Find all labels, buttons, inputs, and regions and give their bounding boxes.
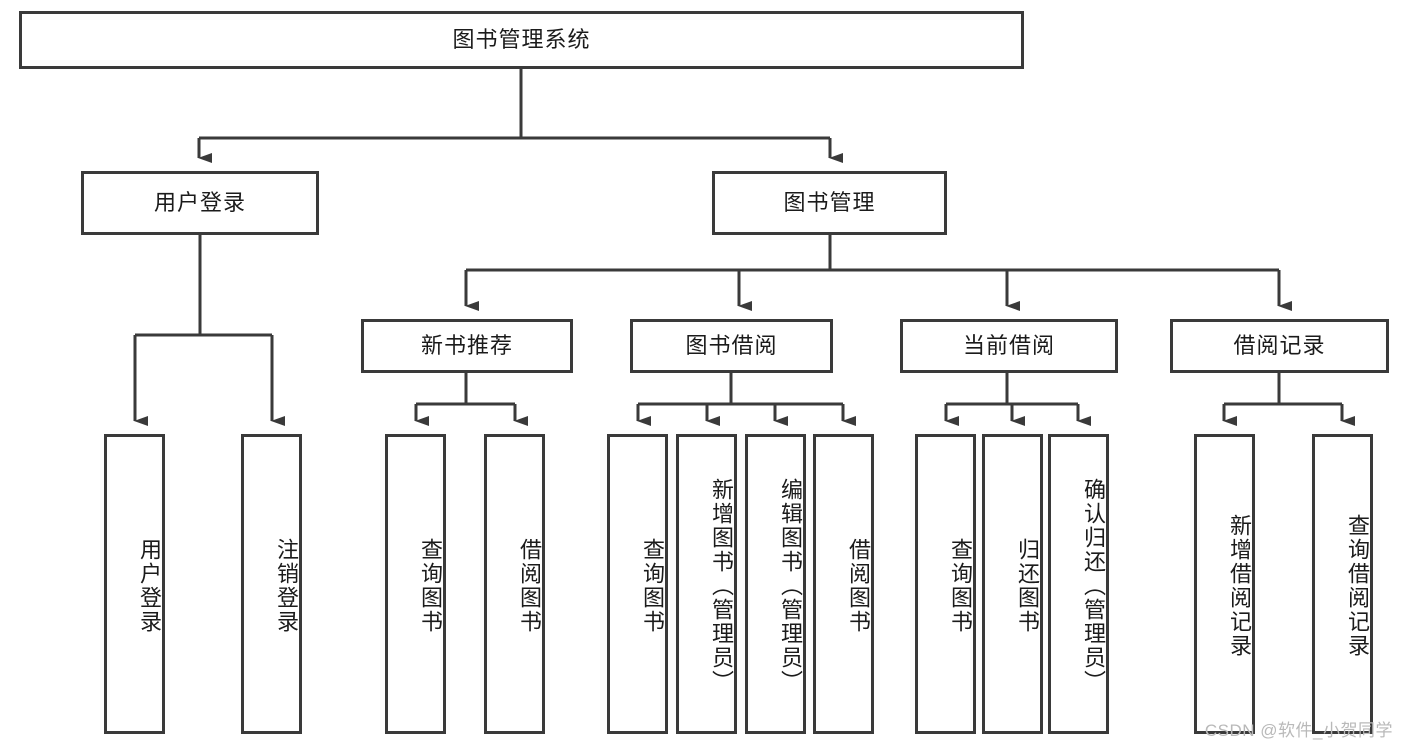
node-leaf-borrow-book-recommend-label: 借阅图书 (517, 538, 542, 634)
node-root-label: 图书管理系统 (452, 27, 591, 53)
node-leaf-query-book-borrow-label: 查询图书 (640, 538, 665, 634)
node-leaf-user-logout[interactable]: 注销登录 (241, 434, 302, 734)
node-new-book-recommend[interactable]: 新书推荐 (361, 319, 573, 373)
node-leaf-confirm-return-admin[interactable]: 确认归还（管理员） (1048, 434, 1109, 734)
node-leaf-return-book-label: 归还图书 (1015, 538, 1040, 634)
node-leaf-query-book-recommend-label: 查询图书 (418, 538, 443, 634)
node-borrow-records-label: 借阅记录 (1233, 333, 1326, 359)
node-root[interactable]: 图书管理系统 (19, 11, 1024, 69)
node-leaf-add-borrow-record-label: 新增借阅记录 (1227, 514, 1252, 658)
node-leaf-query-book-recommend[interactable]: 查询图书 (385, 434, 446, 734)
node-leaf-confirm-return-admin-label: 确认归还（管理员） (1081, 478, 1106, 694)
node-leaf-query-borrow-record-label: 查询借阅记录 (1345, 514, 1370, 658)
node-leaf-add-book-admin-label: 新增图书（管理员） (709, 478, 734, 694)
node-leaf-edit-book-admin[interactable]: 编辑图书（管理员） (745, 434, 806, 734)
node-leaf-user-login-label: 用户登录 (137, 538, 162, 634)
node-borrow-records[interactable]: 借阅记录 (1170, 319, 1389, 373)
node-user-login[interactable]: 用户登录 (81, 171, 319, 235)
node-leaf-return-book[interactable]: 归还图书 (982, 434, 1043, 734)
csdn-watermark: CSDN @软件_小贺同学 (1204, 721, 1393, 740)
node-leaf-borrow-book[interactable]: 借阅图书 (813, 434, 874, 734)
node-leaf-add-borrow-record[interactable]: 新增借阅记录 (1194, 434, 1255, 734)
node-leaf-query-borrow-record[interactable]: 查询借阅记录 (1312, 434, 1373, 734)
node-user-login-label: 用户登录 (153, 190, 246, 216)
node-leaf-query-book-current[interactable]: 查询图书 (915, 434, 976, 734)
node-leaf-add-book-admin[interactable]: 新增图书（管理员） (676, 434, 737, 734)
node-book-management-label: 图书管理 (783, 190, 876, 216)
node-leaf-query-book-current-label: 查询图书 (948, 538, 973, 634)
node-current-borrow-label: 当前借阅 (962, 333, 1055, 359)
node-leaf-query-book-borrow[interactable]: 查询图书 (607, 434, 668, 734)
node-book-borrow-label: 图书借阅 (685, 333, 778, 359)
node-leaf-borrow-book-recommend[interactable]: 借阅图书 (484, 434, 545, 734)
node-leaf-user-login[interactable]: 用户登录 (104, 434, 165, 734)
node-leaf-borrow-book-label: 借阅图书 (846, 538, 871, 634)
node-new-book-recommend-label: 新书推荐 (420, 333, 513, 359)
node-book-borrow[interactable]: 图书借阅 (630, 319, 833, 373)
node-leaf-user-logout-label: 注销登录 (274, 538, 299, 634)
node-current-borrow[interactable]: 当前借阅 (900, 319, 1118, 373)
node-leaf-edit-book-admin-label: 编辑图书（管理员） (778, 478, 803, 694)
node-book-management[interactable]: 图书管理 (712, 171, 947, 235)
